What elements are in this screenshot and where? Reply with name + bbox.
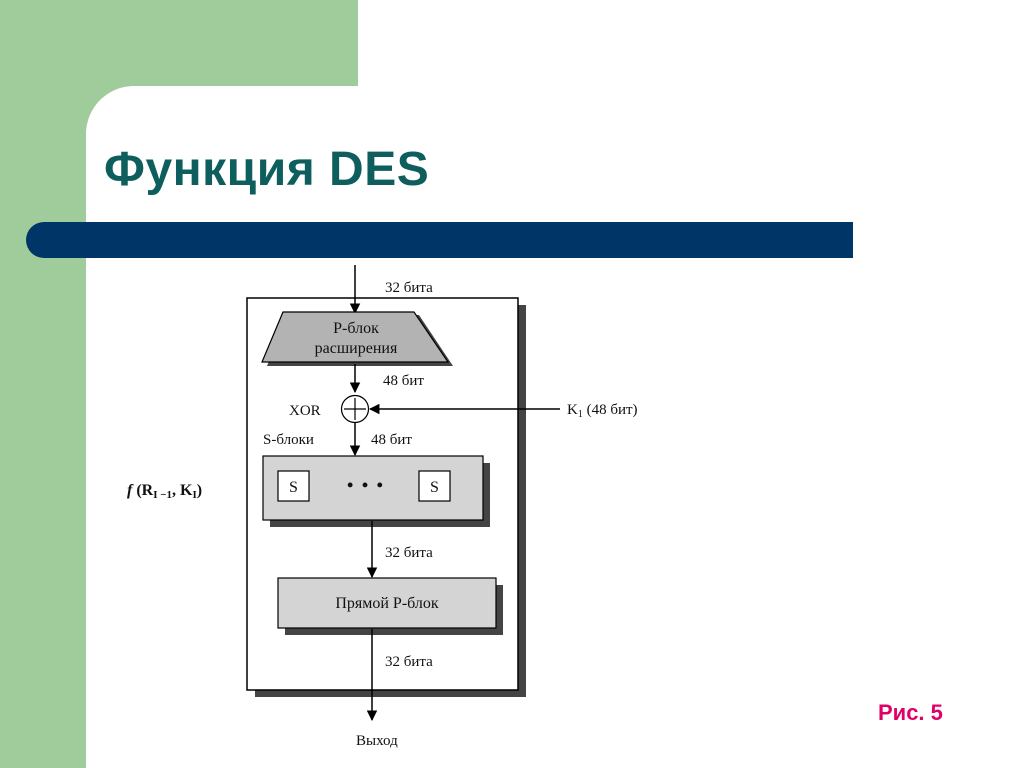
slide-title: Функция DES (104, 143, 430, 196)
after-xor-bits-label: 48 бит (371, 432, 412, 448)
function-label-sub2: I (192, 489, 196, 501)
sbox-first-label: S (289, 479, 298, 496)
straight-pbox-label: Прямой P-блок (335, 595, 439, 612)
sbox-last-label: S (430, 479, 439, 496)
expansion-pbox-label-line1: P-блок (333, 320, 379, 337)
function-label: f (RI −1, KI) (127, 482, 202, 501)
output-label: Выход (356, 733, 398, 749)
expansion-pbox-label-line2: расширения (315, 340, 398, 357)
sbox-last (418, 470, 451, 502)
xor-label: XOR (289, 403, 321, 419)
after-sboxes-bits-label: 32 бита (385, 545, 433, 561)
key-label-suffix: (48 бит) (583, 402, 638, 418)
sbox-first (277, 470, 310, 502)
function-label-mid: , K (172, 482, 193, 499)
title-underline-bar (26, 222, 853, 258)
figure-caption: Рис. 5 (878, 700, 943, 725)
expansion-pbox (261, 311, 450, 363)
input-bits-label: 32 бита (385, 280, 433, 296)
function-label-open: (R (132, 482, 153, 499)
key-label-prefix: K (567, 402, 578, 418)
key-label-subscript: 1 (578, 409, 583, 420)
function-label-f: f (127, 482, 134, 499)
function-label-sub1: I −1 (153, 489, 172, 501)
function-label-close: ) (197, 482, 202, 499)
sbox-ellipsis: • • • (347, 475, 385, 495)
sboxes-label: S-блоки (263, 432, 314, 448)
after-pbox-bits-label: 32 бита (385, 654, 433, 670)
key-label: K1 (48 бит) (567, 402, 638, 420)
after-expansion-bits-label: 48 бит (383, 373, 424, 389)
straight-pbox (277, 577, 497, 629)
content-panel (86, 86, 1024, 768)
